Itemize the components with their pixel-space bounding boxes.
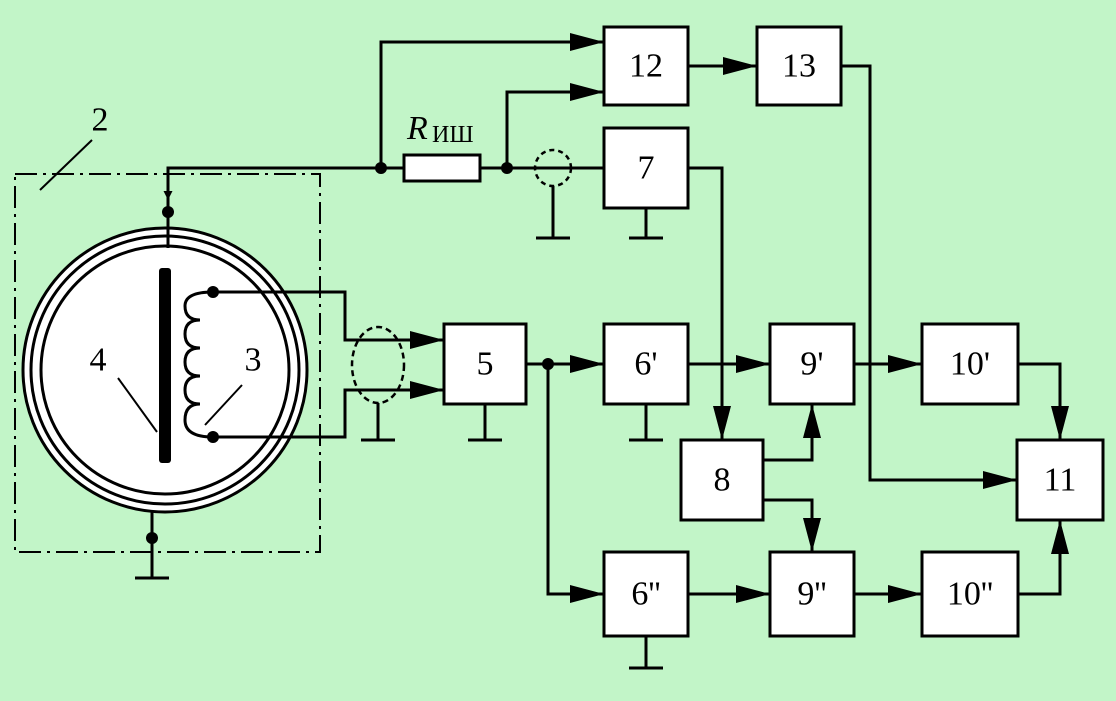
coil-bottom-to-block5-wire: [213, 381, 444, 439]
block10prime-to-11-arrow: [1018, 362, 1069, 440]
block-12: [602, 25, 690, 107]
block-8-label: 8: [714, 462, 731, 499]
block-9-double-prime-label: 9'': [797, 576, 826, 613]
electrode-label: 4: [90, 342, 107, 379]
block-10-double-prime-label: 10'': [947, 576, 993, 613]
resistor-label-subscript: ИШ: [432, 122, 474, 148]
block-12-label: 12: [629, 48, 663, 85]
block-8: [679, 438, 765, 522]
block-10-prime-label: 10': [950, 346, 990, 383]
resistor-r-ish: [402, 153, 482, 183]
central-electrode: [159, 268, 171, 463]
block10double-prime-to-11-arrow: [1018, 520, 1069, 596]
top-terminal-junction: [162, 206, 174, 218]
block-11-label: 11: [1044, 462, 1077, 499]
coil-top-to-block5-wire: [213, 290, 444, 349]
ground-symbol-block6-prime: [629, 404, 663, 442]
block-6-double-prime-label: 6'': [631, 576, 660, 613]
ground-symbol-block6-double-prime: [629, 636, 663, 670]
ground-symbol-block5: [468, 404, 502, 442]
coil-label: 3: [245, 342, 262, 379]
wire-to-12-upper: [379, 33, 604, 168]
main-top-wire: [166, 166, 404, 248]
block-10-double-prime: [920, 550, 1020, 638]
block-9-double-prime: [768, 550, 856, 638]
block-5: [442, 322, 528, 406]
block-13: [755, 25, 843, 107]
block8-to-9double-prime-arrow: [763, 498, 821, 552]
block-9-prime: [768, 322, 856, 406]
block8-to-9prime-arrow: [763, 404, 821, 462]
wire-to-12-lower: [505, 83, 604, 168]
block-10-prime: [920, 322, 1020, 406]
induction-coil: [183, 290, 214, 439]
housing-leader-line: [39, 139, 93, 191]
block5-to-6double-prime-arrow: [546, 364, 604, 603]
block-6-prime-label: 6': [634, 346, 657, 383]
sensor-ground-junction: [146, 532, 158, 544]
coil-cable-ground: [361, 403, 395, 442]
block-7-label: 7: [638, 150, 655, 187]
block-5-label: 5: [477, 346, 494, 383]
ground-symbol-block7: [629, 208, 663, 240]
block-13-label: 13: [782, 48, 816, 85]
coil-leader-line: [204, 384, 243, 426]
resistor-label: R: [406, 110, 428, 147]
block13-to-11-arrow: [841, 64, 1017, 489]
block7-to-8-arrow: [688, 166, 731, 440]
block-9-prime-label: 9': [800, 346, 823, 383]
coil-cable-shield-ring: [350, 325, 406, 405]
electrode-leader-line: [117, 377, 158, 433]
housing-label: 2: [92, 102, 109, 139]
